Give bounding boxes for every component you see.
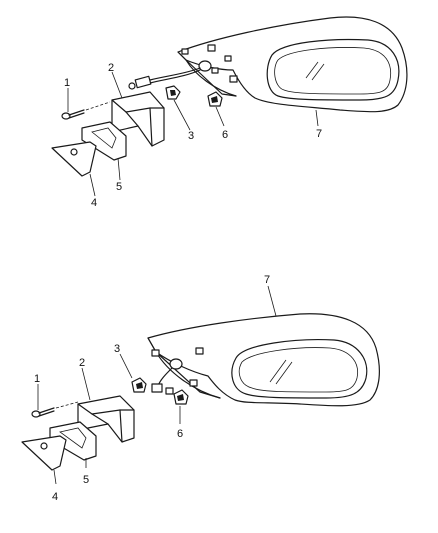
- callout-1-bottom: 1: [34, 373, 40, 385]
- bottom-exploded-view: 1 2 3 4 5 6 7: [21, 274, 380, 503]
- callout-4-bottom: 4: [52, 491, 58, 503]
- cover-bottom: [21, 435, 67, 471]
- top-exploded-view: 1 2 3 4 5 6 7: [51, 16, 408, 209]
- leader-lines-bottom: [37, 285, 277, 485]
- clip-bottom: [173, 389, 189, 405]
- callout-6-bottom: 6: [177, 428, 183, 440]
- mirror-housing-top: [128, 16, 408, 113]
- callout-2-top: 2: [108, 62, 114, 74]
- callout-7-top: 7: [316, 128, 322, 140]
- gasket-top: [81, 121, 127, 161]
- clip-top: [207, 91, 223, 107]
- leader-lines-top: [67, 71, 319, 197]
- callout-4-top: 4: [91, 197, 97, 209]
- bracket-top: [111, 91, 165, 147]
- mirror-housing-bottom: [147, 313, 380, 407]
- cover-top: [51, 141, 97, 177]
- callout-3-bottom: 3: [114, 343, 120, 355]
- screw-top: [61, 101, 111, 120]
- callout-7-bottom: 7: [264, 274, 270, 286]
- nut-bottom: [131, 377, 147, 393]
- callout-1-top: 1: [64, 77, 70, 89]
- callout-6-top: 6: [222, 129, 228, 141]
- callouts-top: 1 2 3 4 5 6 7: [64, 62, 322, 209]
- callouts-bottom: 1 2 3 4 5 6 7: [34, 274, 270, 503]
- nut-top: [165, 85, 181, 100]
- callout-2-bottom: 2: [79, 357, 85, 369]
- screw-bottom: [31, 401, 79, 418]
- callout-5-bottom: 5: [83, 474, 89, 486]
- callout-3-top: 3: [188, 130, 194, 142]
- callout-5-top: 5: [116, 181, 122, 193]
